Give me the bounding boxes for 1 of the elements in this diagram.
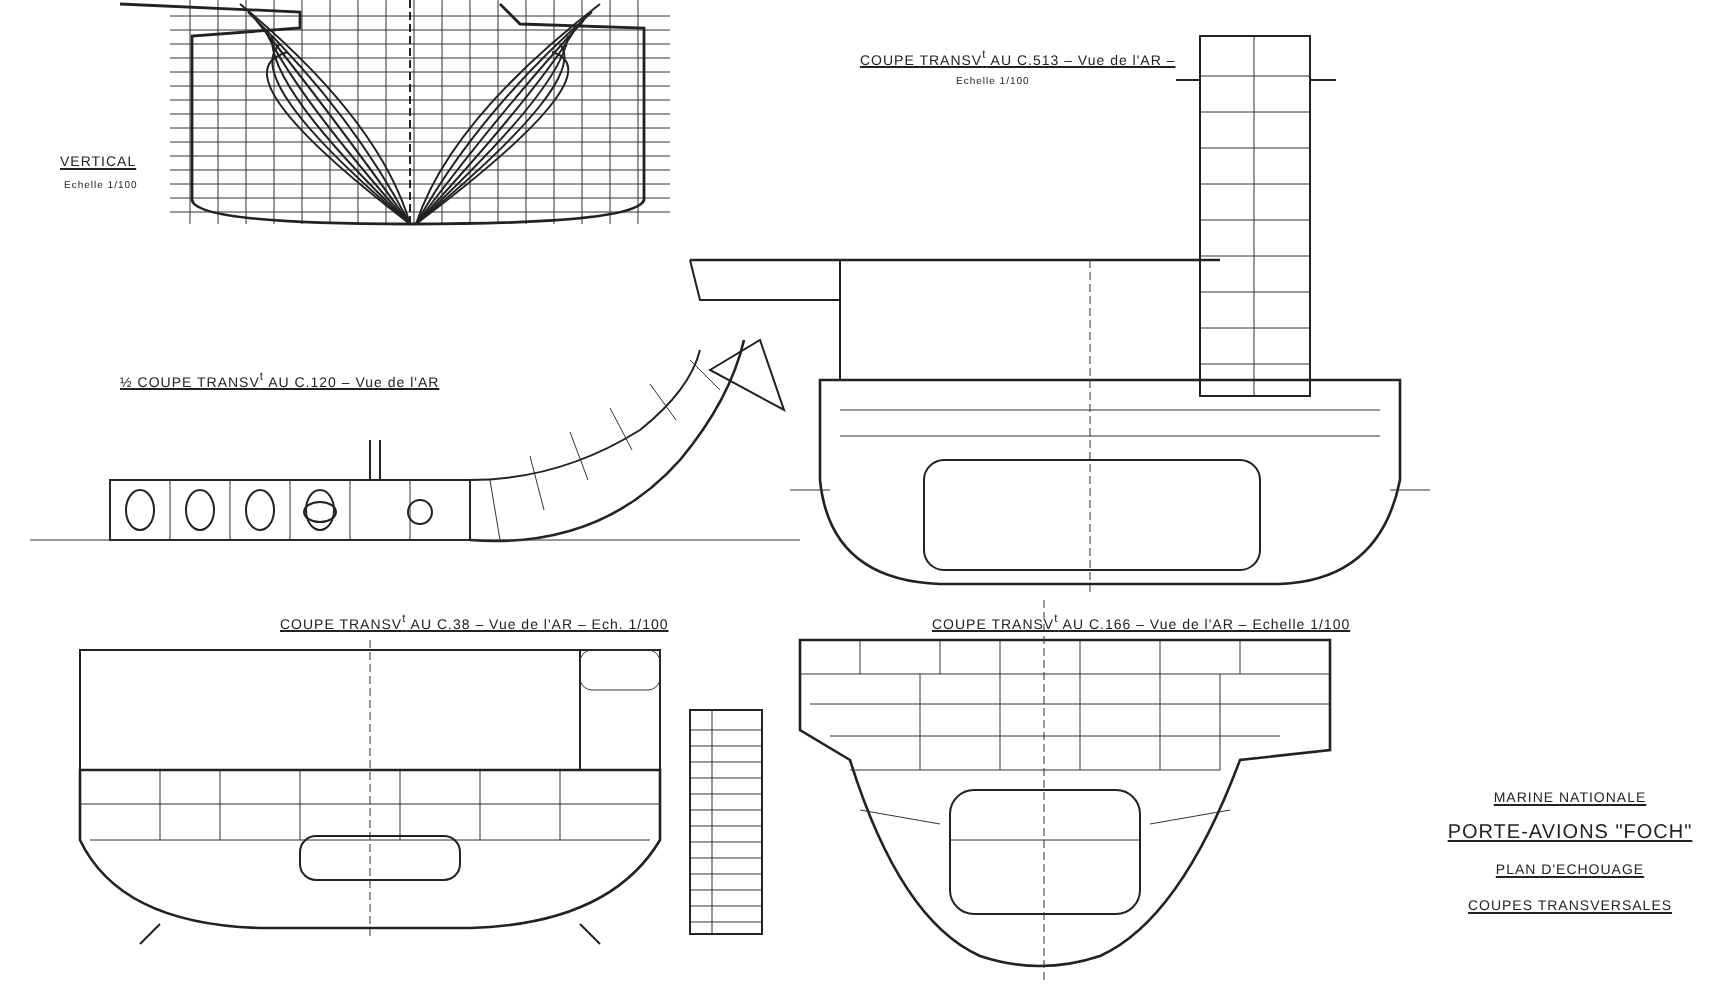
title-block-text: PORTE-AVIONS "FOCH"	[1447, 822, 1693, 844]
